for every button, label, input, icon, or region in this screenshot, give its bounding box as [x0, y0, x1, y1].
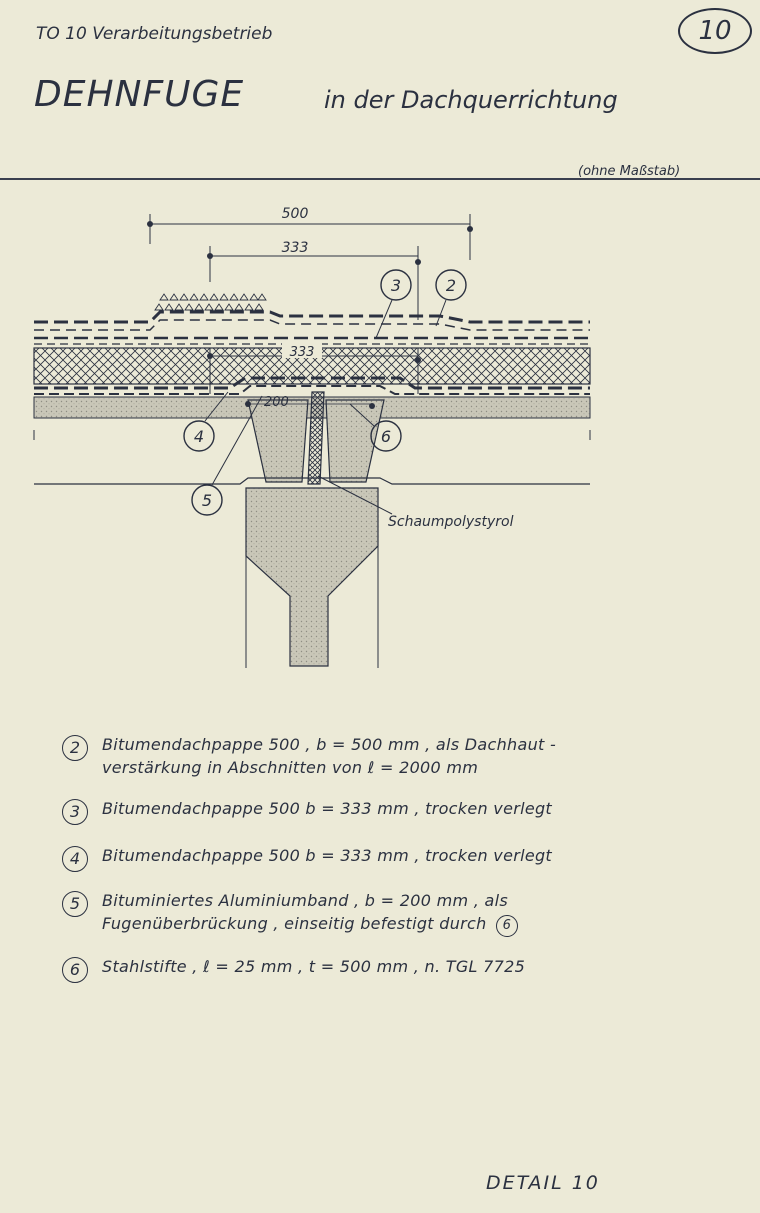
header-rule: [0, 178, 760, 180]
legend-item: 4 Bitumendachpappe 500 b = 333 mm , troc…: [62, 844, 662, 872]
legend-text-line: verstärkung in Abschnitten von ℓ = 2000 …: [102, 758, 479, 777]
svg-text:6: 6: [381, 427, 391, 446]
legend-item: 5 Bituminiertes Aluminiumband , b = 200 …: [62, 889, 662, 937]
roofing-felt-layers: [34, 310, 590, 345]
right-rib: [325, 399, 385, 483]
dim-333-label: 333: [282, 240, 309, 256]
legend-text-line: Bitumendachpappe 500 b = 333 mm , trocke…: [102, 846, 553, 865]
sheet-number-badge: 10: [678, 8, 752, 54]
scale-note: (ohne Maßstab): [578, 164, 681, 179]
legend-text-line: Stahlstifte , ℓ = 25 mm , t = 500 mm , n…: [102, 957, 526, 976]
lower-felt-layers: [34, 376, 590, 395]
dim-200-label: 200: [264, 395, 289, 410]
legend-text-line: Bitumendachpappe 500 b = 333 mm , trocke…: [102, 799, 553, 818]
left-rib: [247, 399, 309, 483]
dim-500-label: 500: [282, 206, 309, 222]
project-name: TO 10 Verarbeitungsbetrieb: [36, 24, 273, 44]
polystyrene-joint: [307, 391, 325, 485]
svg-text:4: 4: [194, 427, 204, 446]
support-column: [245, 487, 379, 667]
legend-item: 3 Bitumendachpappe 500 b = 333 mm , troc…: [62, 797, 662, 825]
legend-item: 6 Stahlstifte , ℓ = 25 mm , t = 500 mm ,…: [62, 955, 662, 983]
callout-4: 4: [183, 391, 229, 452]
polystyrene-label: Schaumpolystyrol: [388, 514, 514, 530]
svg-text:2: 2: [446, 276, 456, 295]
legend-text-line: Fugenüberbrückung , einseitig befestigt …: [102, 912, 662, 937]
legend-number: 5: [62, 891, 88, 917]
dimension-333-top: 333: [207, 240, 421, 320]
dimension-500: 500: [147, 206, 473, 260]
svg-text:3: 3: [391, 276, 401, 295]
dimension-333-insulation: 333: [207, 342, 421, 394]
gravel-layer: [154, 293, 267, 311]
callout-2: 2: [435, 269, 467, 327]
legend-number: 6: [62, 957, 88, 983]
detail-label: DETAIL 10: [486, 1172, 600, 1194]
legend-text-line: Bitumendachpappe 500 , b = 500 mm , als …: [102, 735, 557, 754]
support-line: [34, 477, 590, 485]
legend-number: 2: [62, 735, 88, 761]
legend-text-line-content: Fugenüberbrückung , einseitig befestigt …: [102, 914, 487, 933]
legend-number: 4: [62, 846, 88, 872]
page-subtitle: in der Dachquerrichtung: [324, 86, 618, 114]
expansion-joint-drawing: 500 333 333: [33, 206, 591, 668]
svg-text:5: 5: [202, 491, 212, 510]
legend-text-line: Bituminiertes Aluminiumband , b = 200 mm…: [102, 891, 508, 910]
sheet-number: 10: [698, 16, 732, 46]
legend-reference-circle: 6: [495, 915, 518, 937]
callout-3: 3: [375, 269, 412, 339]
callout-5: 5: [191, 395, 263, 516]
legend-item: 2 Bitumendachpappe 500 , b = 500 mm , al…: [62, 733, 662, 779]
dim-333-insulation-label: 333: [290, 345, 315, 360]
legend: 2 Bitumendachpappe 500 , b = 500 mm , al…: [62, 733, 662, 992]
page-title: DEHNFUGE: [34, 74, 245, 115]
callout-6: 6: [349, 403, 402, 452]
legend-number: 3: [62, 799, 88, 825]
